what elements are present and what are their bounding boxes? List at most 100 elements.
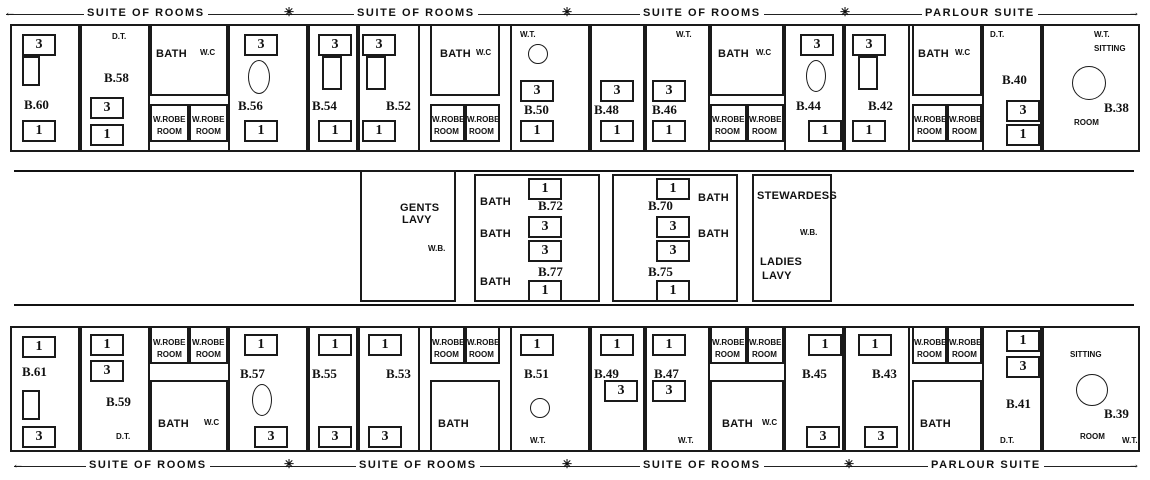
room-label: ROOM bbox=[469, 127, 494, 136]
cabin-label-b48: B.48 bbox=[594, 102, 619, 117]
suite-label-top-2: SUITE OF ROOMS bbox=[354, 7, 478, 19]
upper-berth: 3 bbox=[656, 216, 690, 238]
room-label: ROOM bbox=[917, 350, 942, 359]
room-label: ROOM bbox=[157, 350, 182, 359]
cabin-label-b58: B.58 bbox=[104, 70, 129, 85]
lower-berth: 1 bbox=[1006, 330, 1040, 352]
room-label: ROOM bbox=[752, 350, 777, 359]
cabin-label-b43: B.43 bbox=[872, 366, 897, 381]
cabin-label-b60: B.60 bbox=[24, 97, 49, 112]
cabin-label-b45: B.45 bbox=[802, 366, 827, 381]
bath-label: BATH bbox=[722, 418, 753, 430]
room-label: ROOM bbox=[917, 127, 942, 136]
cabin-label-b50: B.50 bbox=[524, 102, 549, 117]
wardrobe-room bbox=[710, 104, 747, 142]
wash-basin-icon bbox=[530, 398, 550, 418]
room-label: ROOM bbox=[1080, 432, 1105, 441]
cabin-label-b70: B.70 bbox=[648, 198, 673, 213]
wash-table-label: W.T. bbox=[1122, 436, 1138, 445]
room-label: ROOM bbox=[434, 350, 459, 359]
wardrobe-room bbox=[150, 326, 189, 364]
wardrobe-label: W.ROBE bbox=[192, 338, 225, 347]
room-label: ROOM bbox=[1074, 118, 1099, 127]
ladies-lavatory bbox=[752, 174, 832, 302]
lower-berth: 1 bbox=[600, 334, 634, 356]
upper-berth: 3 bbox=[318, 426, 352, 448]
upper-berth: 3 bbox=[244, 34, 278, 56]
wc-label: W.C bbox=[476, 48, 492, 57]
lower-berth: 1 bbox=[244, 334, 278, 356]
wc-label: W.C bbox=[756, 48, 772, 57]
wardrobe-room bbox=[710, 326, 747, 364]
lower-berth: 1 bbox=[852, 120, 886, 142]
dressing-table-label: D.T. bbox=[116, 432, 131, 441]
wardrobe-room bbox=[430, 326, 465, 364]
upper-berth: 3 bbox=[318, 34, 352, 56]
lower-berth: 1 bbox=[528, 280, 562, 302]
bath-room bbox=[430, 24, 500, 96]
upper-berth: 3 bbox=[528, 240, 562, 262]
upper-berth: 3 bbox=[652, 380, 686, 402]
wash-basin-icon bbox=[806, 60, 826, 92]
stewardess-label: STEWARDESS bbox=[757, 190, 838, 202]
room-label: ROOM bbox=[952, 127, 977, 136]
cabin-label-b61: B.61 bbox=[22, 364, 47, 379]
lower-berth: 1 bbox=[22, 336, 56, 358]
lower-berth: 1 bbox=[368, 334, 402, 356]
ladies-label: LADIES bbox=[760, 256, 803, 268]
upper-berth: 3 bbox=[22, 34, 56, 56]
upper-berth: 3 bbox=[652, 80, 686, 102]
wc-label: W.C bbox=[955, 48, 971, 57]
suite-label-bottom-1: SUITE OF ROOMS bbox=[86, 459, 210, 471]
suite-label-top-4: PARLOUR SUITE bbox=[922, 7, 1038, 19]
lower-berth: 1 bbox=[656, 178, 690, 200]
lower-berth: 1 bbox=[600, 120, 634, 142]
cabin-label-b59: B.59 bbox=[106, 394, 131, 409]
lower-berth: 1 bbox=[520, 334, 554, 356]
cabin-label-b40: B.40 bbox=[1002, 72, 1027, 87]
upper-berth: 3 bbox=[22, 426, 56, 448]
cabin-label-b57: B.57 bbox=[240, 366, 265, 381]
sitting-label: SITTING bbox=[1094, 44, 1126, 53]
sofa bbox=[322, 56, 342, 90]
wardrobe-label: W.ROBE bbox=[949, 115, 982, 124]
bath-room bbox=[430, 380, 500, 452]
wash-table-label: W.T. bbox=[530, 436, 546, 445]
bath-label: BATH bbox=[718, 48, 749, 60]
wc-label: W.C bbox=[200, 48, 216, 57]
lower-berth: 1 bbox=[244, 120, 278, 142]
wash-basin-icon bbox=[248, 60, 270, 94]
wash-table-label: W.T. bbox=[1094, 30, 1110, 39]
cabin-label-b54: B.54 bbox=[312, 98, 337, 113]
bath-room bbox=[150, 380, 228, 452]
wardrobe-room bbox=[747, 104, 784, 142]
cabin-label-b75: B.75 bbox=[648, 264, 673, 279]
room-label: ROOM bbox=[715, 127, 740, 136]
lower-berth: 1 bbox=[652, 120, 686, 142]
lower-berth: 1 bbox=[318, 334, 352, 356]
bath-label: BATH bbox=[698, 228, 729, 240]
wardrobe-room bbox=[189, 104, 228, 142]
dressing-table-label: D.T. bbox=[112, 32, 127, 41]
bath-label: BATH bbox=[698, 192, 729, 204]
bath-room bbox=[150, 24, 228, 96]
wardrobe-label: W.ROBE bbox=[153, 115, 186, 124]
room-label: ROOM bbox=[157, 127, 182, 136]
wardrobe-room bbox=[189, 326, 228, 364]
deck-corridor bbox=[14, 170, 1134, 306]
lavy-label: LAVY bbox=[402, 214, 432, 226]
table-icon bbox=[1076, 374, 1108, 406]
dressing-table-label: D.T. bbox=[990, 30, 1005, 39]
upper-berth: 3 bbox=[656, 240, 690, 262]
room-label: ROOM bbox=[196, 350, 221, 359]
wardrobe-label: W.ROBE bbox=[712, 338, 745, 347]
wc-label: W.C bbox=[762, 418, 778, 427]
cabin-label-b72: B.72 bbox=[538, 198, 563, 213]
cabin-label-b56: B.56 bbox=[238, 98, 263, 113]
wardrobe-label: W.ROBE bbox=[432, 115, 465, 124]
lower-berth: 1 bbox=[858, 334, 892, 356]
wash-basin-icon bbox=[252, 384, 272, 416]
wash-table-label: W.T. bbox=[678, 436, 694, 445]
cabin-label-b55: B.55 bbox=[312, 366, 337, 381]
